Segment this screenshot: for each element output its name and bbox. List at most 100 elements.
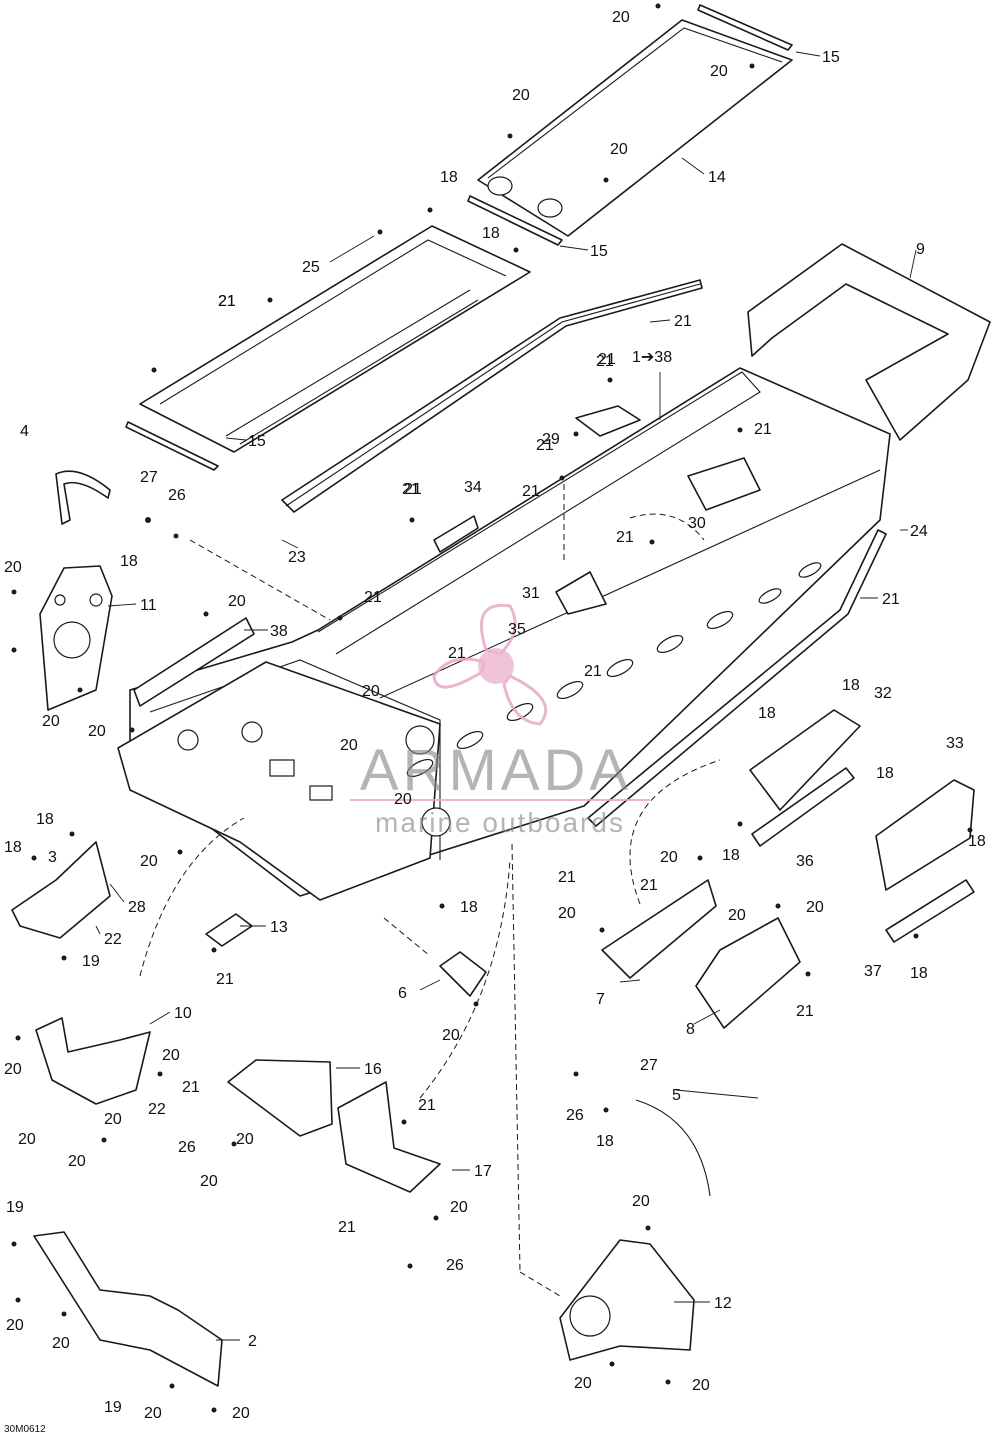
callout-7: 7 [596,991,605,1008]
callout-20: 20 [574,1375,592,1392]
callout-10: 10 [174,1005,192,1022]
vent-slots [406,562,822,778]
callout-18: 18 [910,965,928,982]
part-16-footrest [227,1059,333,1137]
callout-3: 3 [48,849,57,866]
callout-5: 5 [672,1087,681,1104]
callout-2: 2 [248,1333,257,1350]
callout-1-38: 1➔38 [632,349,672,366]
part-10-bracket [35,1017,151,1105]
callout-31: 31 [522,585,540,602]
callout-21: 21 [522,483,540,500]
part-25-seat-panel [139,225,531,453]
callout-16: 16 [364,1061,382,1078]
watermark-brand: ARMADA [360,738,632,803]
part-11-side-plate [39,565,113,711]
callout-15-left: 15 [248,433,266,450]
callout-18: 18 [36,811,54,828]
part-31-bracket [555,571,607,615]
callout-17: 17 [474,1163,492,1180]
part-24-rail-right [587,529,887,827]
part-15-strip-left [125,421,219,471]
part-2-bracket [33,1231,223,1387]
callout-20: 20 [450,1199,468,1216]
callout-21: 21 [218,293,236,310]
callout-20: 20 [144,1405,162,1422]
callout-18: 18 [758,705,776,722]
callout-21: 21 [882,591,900,608]
part-33-plate [875,779,975,891]
part-15-strip-top [697,4,793,51]
callout-20: 20 [710,63,728,80]
part-3-bracket [11,841,111,939]
callout-20: 20 [236,1131,254,1148]
callout-20: 20 [104,1111,122,1128]
callout-20: 20 [442,1027,460,1044]
part-12-rear-plate [559,1239,695,1361]
callout-21: 21 [598,351,616,368]
fasteners [11,3,973,1413]
callout-14: 14 [708,169,726,186]
callout-21: 21 [674,313,692,330]
callout-15-top: 15 [822,49,840,66]
part-7-bracket [601,879,717,979]
callout-37: 37 [864,963,882,980]
callout-11: 11 [140,597,157,614]
callout-32: 32 [874,685,892,702]
callout-20: 20 [612,9,630,26]
callout-38: 38 [270,623,288,640]
callout-21: 21 [404,481,422,498]
part-17-footrest [337,1081,441,1193]
part-34-clip [433,515,479,553]
callout-21: 21 [596,353,614,370]
part-9-rear-flap [747,243,991,441]
callout-18: 18 [440,169,458,186]
propeller-logo-icon [432,603,548,726]
callout-21: 21 [536,437,554,454]
callout-18: 18 [4,839,22,856]
part-5-handle [635,1099,711,1197]
part-36-channel [751,767,855,847]
callout-18: 18 [596,1133,614,1150]
callout-20: 20 [42,713,60,730]
callout-33: 33 [946,735,964,752]
callout-21: 21 [584,663,602,680]
callout-21: 21 [182,1079,200,1096]
callout-20: 20 [692,1377,710,1394]
watermark-tagline: marine outboards [375,807,625,838]
part-6-plate [439,951,487,997]
callout-24: 24 [910,523,928,540]
callout-21: 21 [364,589,382,606]
callout-27: 27 [640,1057,658,1074]
callout-21: 21 [616,529,634,546]
callout-20: 20 [632,1193,650,1210]
callout-20: 20 [362,683,380,700]
callout-20: 20 [200,1173,218,1190]
assembly-guides [139,484,721,1297]
callout-20: 20 [88,723,106,740]
callout-20: 20 [162,1047,180,1064]
callout-21: 21 [558,869,576,886]
callout-18: 18 [722,847,740,864]
callout-19: 19 [82,953,100,970]
callout-26: 26 [566,1107,584,1124]
callout-20: 20 [558,905,576,922]
callout-15-mid: 15 [590,243,608,260]
callout-20: 20 [52,1335,70,1352]
callout-21: 21 [338,1219,356,1236]
callout-20: 20 [4,1061,22,1078]
callout-20: 20 [228,593,246,610]
callout-21: 21 [796,1003,814,1020]
callout-21: 21 [216,971,234,988]
callout-21: 21 [448,645,466,662]
callout-34: 34 [464,479,482,496]
callout-19: 19 [6,1199,24,1216]
callout-20: 20 [610,141,628,158]
callout-21: 21 [218,293,236,310]
part-38-bracket [133,617,255,707]
part-30-bracket [687,457,761,511]
callout-26: 26 [168,487,186,504]
callout-20: 20 [68,1153,86,1170]
callout-13: 13 [270,919,288,936]
